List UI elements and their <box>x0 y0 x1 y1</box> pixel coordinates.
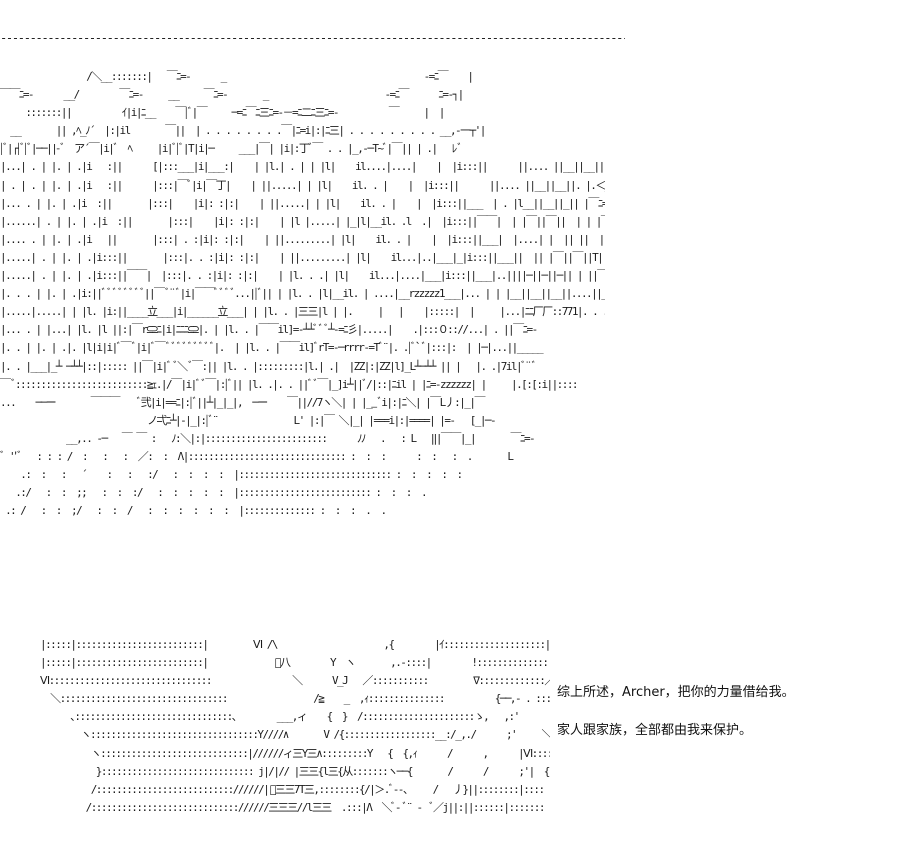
ascii-art-figure-row: |:::::|:::::::::::::::::::::::::| Ⅵ /\ ,… <box>40 638 550 651</box>
ascii-art-figure-row: ＼::::::::::::::::::::::::::::::::: /≧ _ … <box>50 692 550 706</box>
ascii-art-scene-row: .: : : ´ : : :/ : : : : |:::::::::::::::… <box>0 468 463 482</box>
ascii-art-scene-row: __,.. -─ ￣ ￣ : ﾉ:＼|:|:::::::::::::::::::… <box>0 431 536 445</box>
ascii-art-figure-row: ､:::::::::::::::::::::::::::::::、 ___,ィ … <box>70 710 520 724</box>
ascii-art-scene-row: | . | . | |. | .|i :|| |:::|￣ﾞ|i|￣丁| | |… <box>0 178 605 192</box>
ascii-art-scene-row: |... . | |. | .|i :|| |:::| |i|: :|:| | … <box>0 196 605 210</box>
ascii-art-figure-row: ヽ:::::::::::::::::::::::::::::|//////ィ三Y… <box>40 746 550 760</box>
ascii-art-figure-row: ヽ:::::::::::::::::::::::::::::::::Y////∧… <box>40 728 550 742</box>
ascii-art-figure-row: Ⅵ:::::::::::::::::::::::::::::::: ＼ V_J … <box>40 674 550 688</box>
ascii-art-scene-row: ￣￣ﾆ=- __/ ￣ﾆ=- __ ￣ﾆ=- _ -=ﾆ￣ ﾆ=-┐| <box>0 88 464 102</box>
ascii-art-figure: |:::::|:::::::::::::::::::::::::| Ⅵ /\ ,… <box>40 636 550 854</box>
ascii-art-figure-row: /::::::::::::::::::::::::::::://////三三三/… <box>40 800 546 814</box>
ascii-art-figure-row: |:::::|:::::::::::::::::::::::::| ﾞ八 Y ヽ… <box>40 656 550 670</box>
dialogue-line-2: 家人跟家族，全部都由我来保护。 <box>557 723 753 738</box>
ascii-art-scene-row: |. . | |. | .|. |l|i|i|ﾞ￣ﾞ|i|ﾞ￣ﾞﾞﾞﾞﾞﾞﾞﾞﾞ… <box>0 341 544 355</box>
ascii-art-scene-row: ... ──ー ￣￣￣ ﾞ弐|i|==ﾆ|:|ﾞ||┴|_|_|, ─ー ￣||… <box>0 395 485 409</box>
ascii-art-scene-row: |. . . | |. | .|i:||ﾞﾞﾞﾞﾞﾞﾞﾞ||￣ﾞ¨ﾞ|i|￣￣ﾞ… <box>0 287 605 301</box>
ascii-art-scene: /＼__:::::::| ￣ﾆ=- _ -=ﾆ￣ |￣￣ﾆ=- __/ ￣ﾆ=-… <box>0 68 605 600</box>
ascii-art-scene-row: ﾞ ''ﾞ : : : / : : : ／: : Λ|:::::::::::::… <box>0 449 605 463</box>
ascii-art-scene-row: .:/ : : ;; : : :/ : : : : : |:::::::::::… <box>0 486 427 500</box>
ascii-art-scene-row: |......| . | |. | .|i :|| |:::| |i|: :|:… <box>0 214 605 228</box>
ascii-art-scene-row: |.... . | |. | .|i || |:::| . :|i|: :|:|… <box>0 232 605 246</box>
ascii-art-scene-row: |.....| . | |. | .|i:::||￣￣| |:::|. . :|… <box>0 269 605 283</box>
ascii-art-scene-row: __ || ,ﾍ_ﾉ´ |:|il ￣|| | . . . . . . . .￣… <box>0 124 486 138</box>
ascii-art-scene-row: |ﾞ|┌|ﾞ|ﾞ|──||-ﾞ ア´￣|i|ﾞ ﾍ |i|ﾞ|ﾞ|T|i|─ _… <box>0 142 463 156</box>
dialogue-box: 综上所述，Archer，把你的力量借给我。 家人跟家族，全部都由我来保护。 <box>557 684 887 740</box>
ascii-art-scene-row: |...| . | |. | .|i :|| [|:::___|i|___:| … <box>0 160 605 174</box>
ascii-art-scene-row: ノ弌ﾆ┴|-|_|:|ﾞ¨ L' |:|￣ ＼|_| |===i|:|====|… <box>0 413 497 427</box>
ascii-art-figure-row: /::::::::::::::::::::::::::://////|ﾞ三三7T… <box>40 782 545 796</box>
divider-line: ----------------------------------------… <box>0 31 625 45</box>
ascii-art-scene-row: ￣ﾞ::::::::::::::::::::::::::≧ｪ.|/￣|i|ﾞﾞ￣… <box>0 377 579 391</box>
dialogue-line-1: 综上所述，Archer，把你的力量借给我。 <box>557 685 795 700</box>
ascii-art-scene-row: .: / : : ;/ : : / : : : : : : |:::::::::… <box>0 504 387 518</box>
ascii-art-scene-row: |... . | |...| |l. |l ||:|￣r⊆⊇ﾆ|i|ﾆﾆﾆ⊆⊇|… <box>0 323 538 337</box>
ascii-art-scene-row: |. . |___|_┴ ─┴┴|::|::::: ||￣|i|ﾞ ﾞ＼ﾞ￣:|… <box>0 359 537 373</box>
ascii-art-scene-row: |.....| . | |. | .|i:::|| |:::|. . :|i|:… <box>0 250 605 264</box>
ascii-art-scene-row: /＼__:::::::| ￣ﾆ=- _ -=ﾆ￣ | <box>0 70 474 83</box>
ascii-art-scene-row: :::::::|| ｲ|i|ﾆ__ ￣|ﾞ|￣ ─=ﾆ￣ﾆ三ﾆ=-－=ﾆ二ﾆ三ﾆ… <box>0 106 445 120</box>
ascii-art-scene-row: |.....|.....| | |l. |i:||____立___|i|____… <box>0 305 605 319</box>
ascii-art-figure-row: }:::::::::::::::::::::::::::::: j|/|// |… <box>40 764 550 778</box>
